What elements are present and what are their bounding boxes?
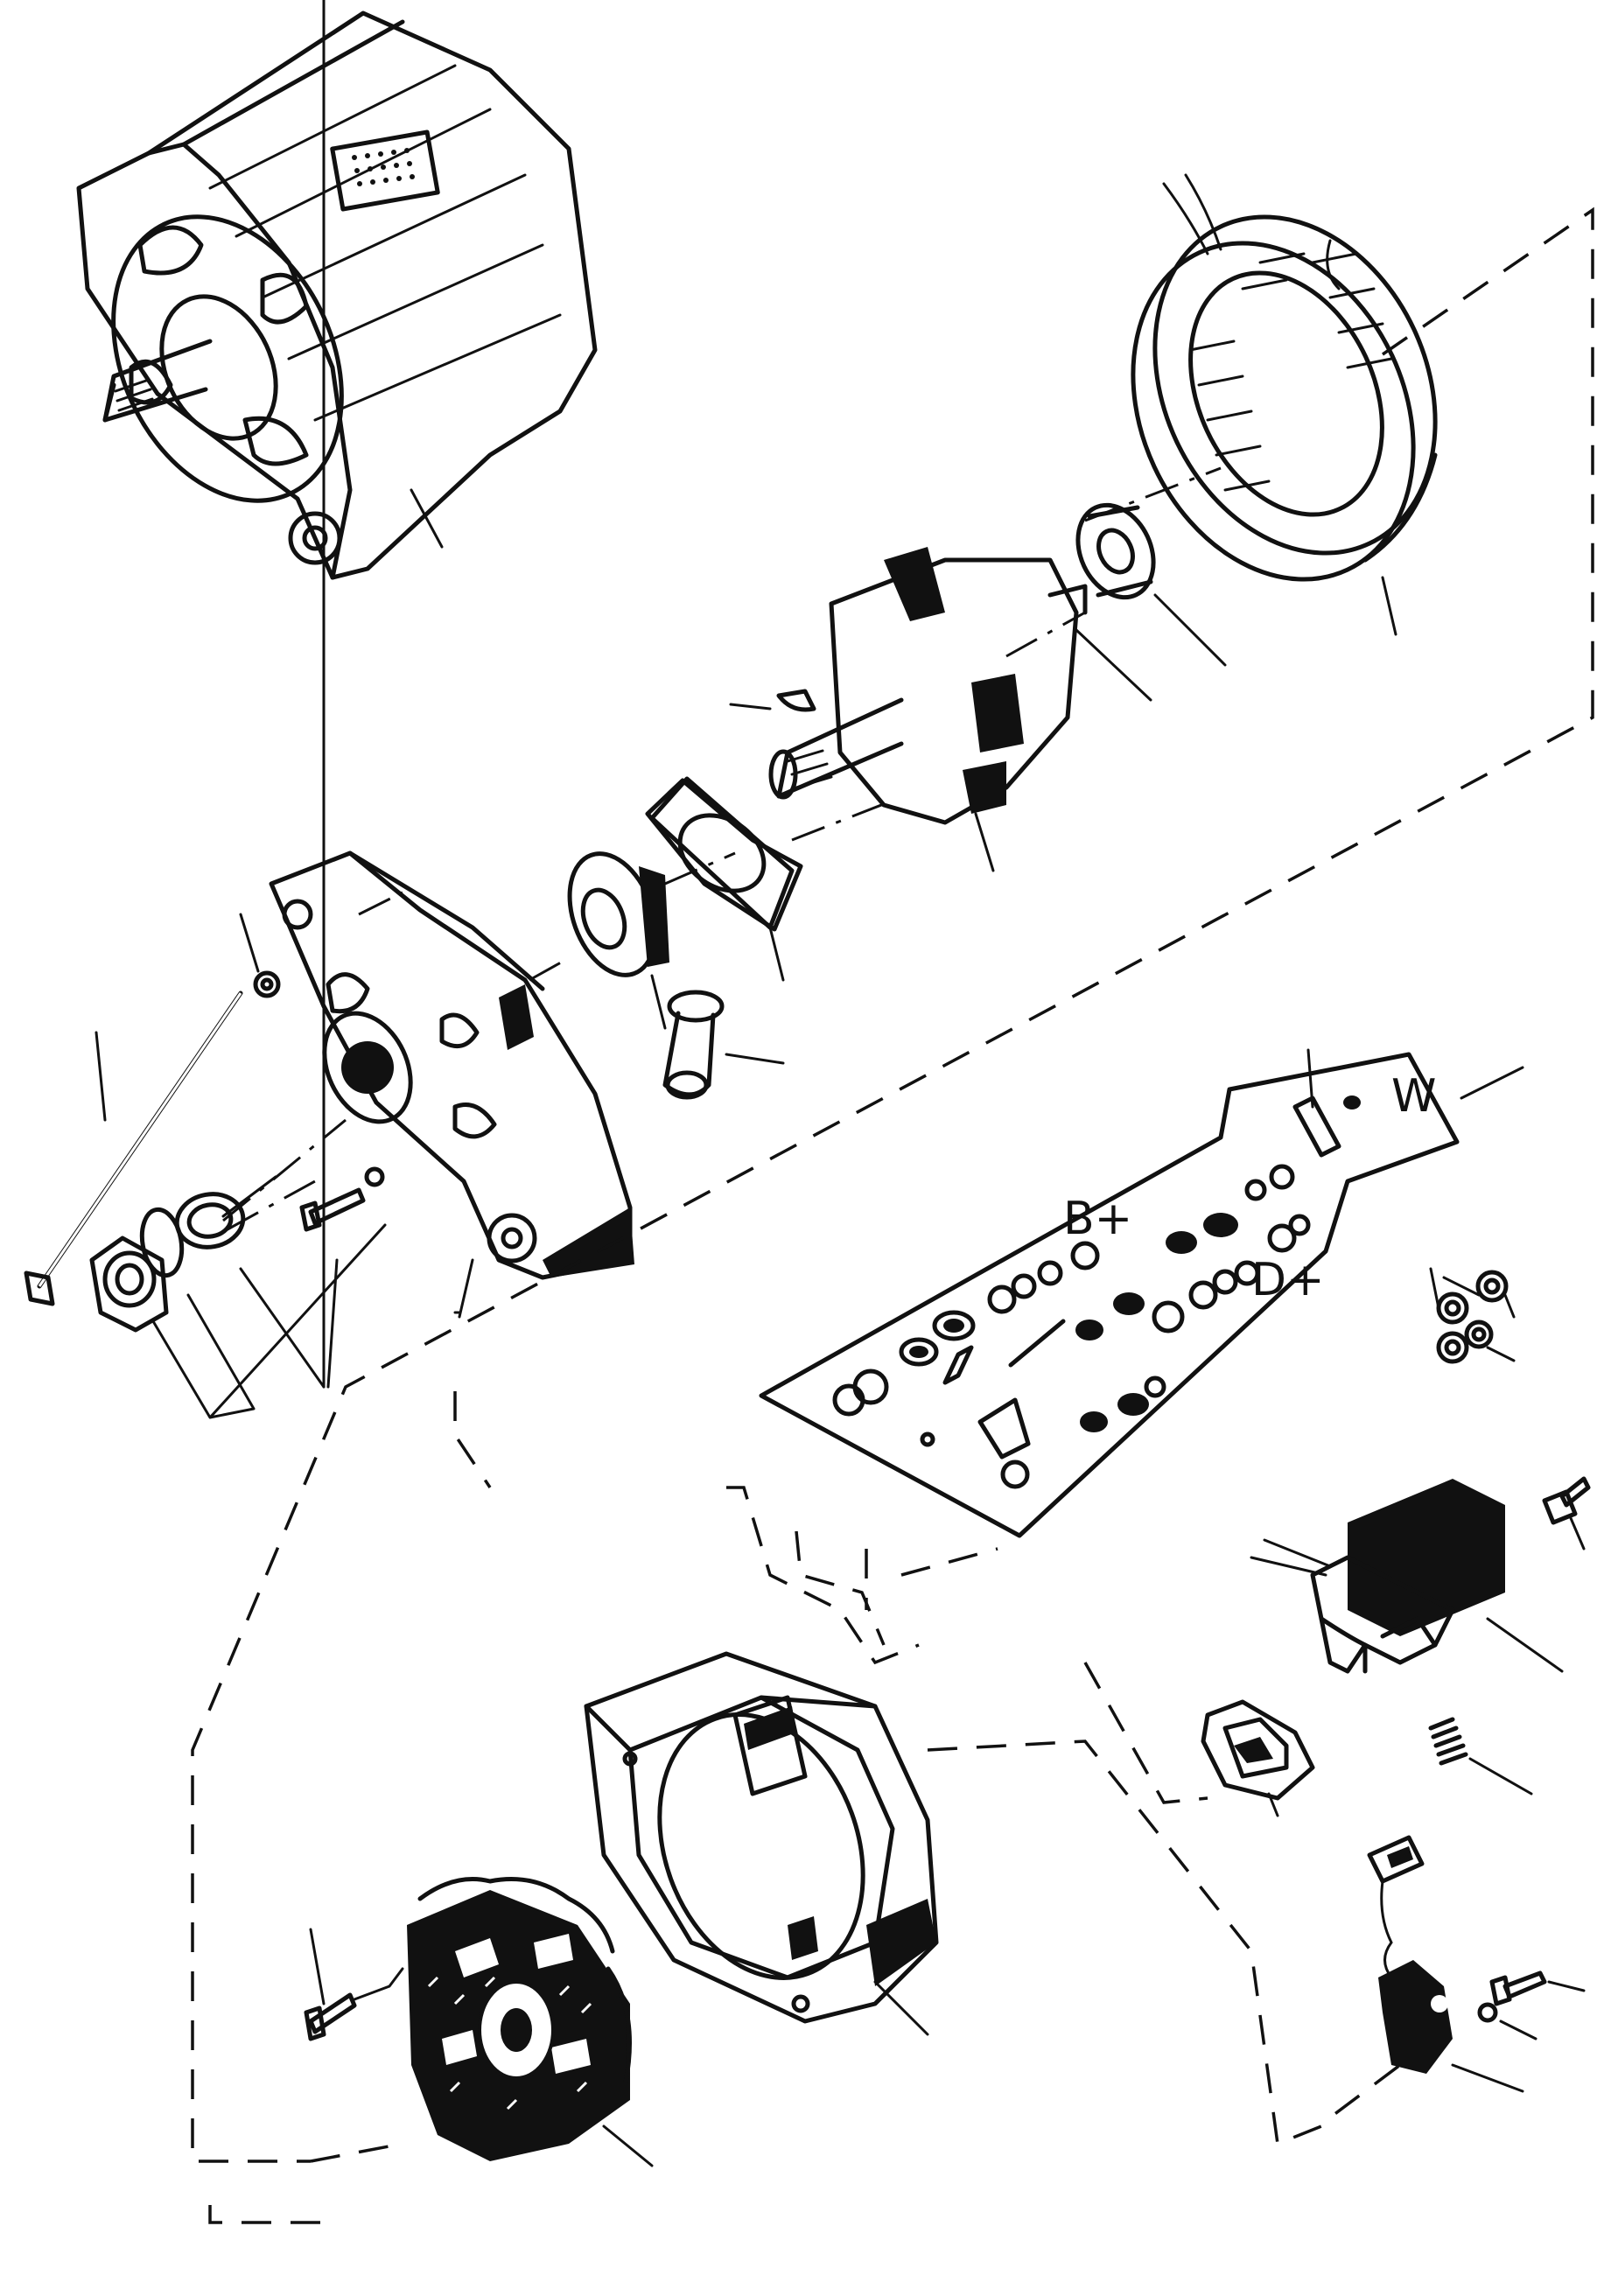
lock-washer <box>239 913 281 998</box>
assembly-centerlines <box>191 206 1594 2224</box>
slip-ring-end-housing <box>584 1651 939 2036</box>
bearing-retainer-plate <box>645 776 803 982</box>
terminal-plate: W B+ D+ <box>759 1048 1524 1538</box>
brush-holder <box>1201 1699 1315 1817</box>
regulator <box>1250 1476 1591 1674</box>
terminal-label-w: W <box>1391 1070 1436 1123</box>
loose-nuts-and-washers <box>1429 1267 1516 1364</box>
fastener-leader-bracket <box>151 0 387 1419</box>
spring <box>1428 1717 1533 1796</box>
drive-end-housing <box>269 850 634 1319</box>
through-bolt <box>24 990 243 1306</box>
woodruff-key <box>729 689 816 712</box>
alternator-assembly <box>76 10 598 580</box>
front-bearing <box>567 851 669 1030</box>
suppression-screw <box>304 1928 404 2041</box>
rectifier <box>407 1877 654 2167</box>
bushing <box>662 990 785 1100</box>
suppression-capacitor <box>1367 1835 1586 2093</box>
rotor <box>768 547 1152 872</box>
retainer-screw <box>299 1166 385 1232</box>
nut <box>89 1236 169 1333</box>
spring-washer <box>139 1207 185 1278</box>
terminal-label-b-plus: B+ <box>1063 1193 1132 1245</box>
spacer-ring <box>174 1192 246 1250</box>
terminal-label-d-plus: D+ <box>1251 1254 1325 1306</box>
stator <box>1131 173 1438 636</box>
